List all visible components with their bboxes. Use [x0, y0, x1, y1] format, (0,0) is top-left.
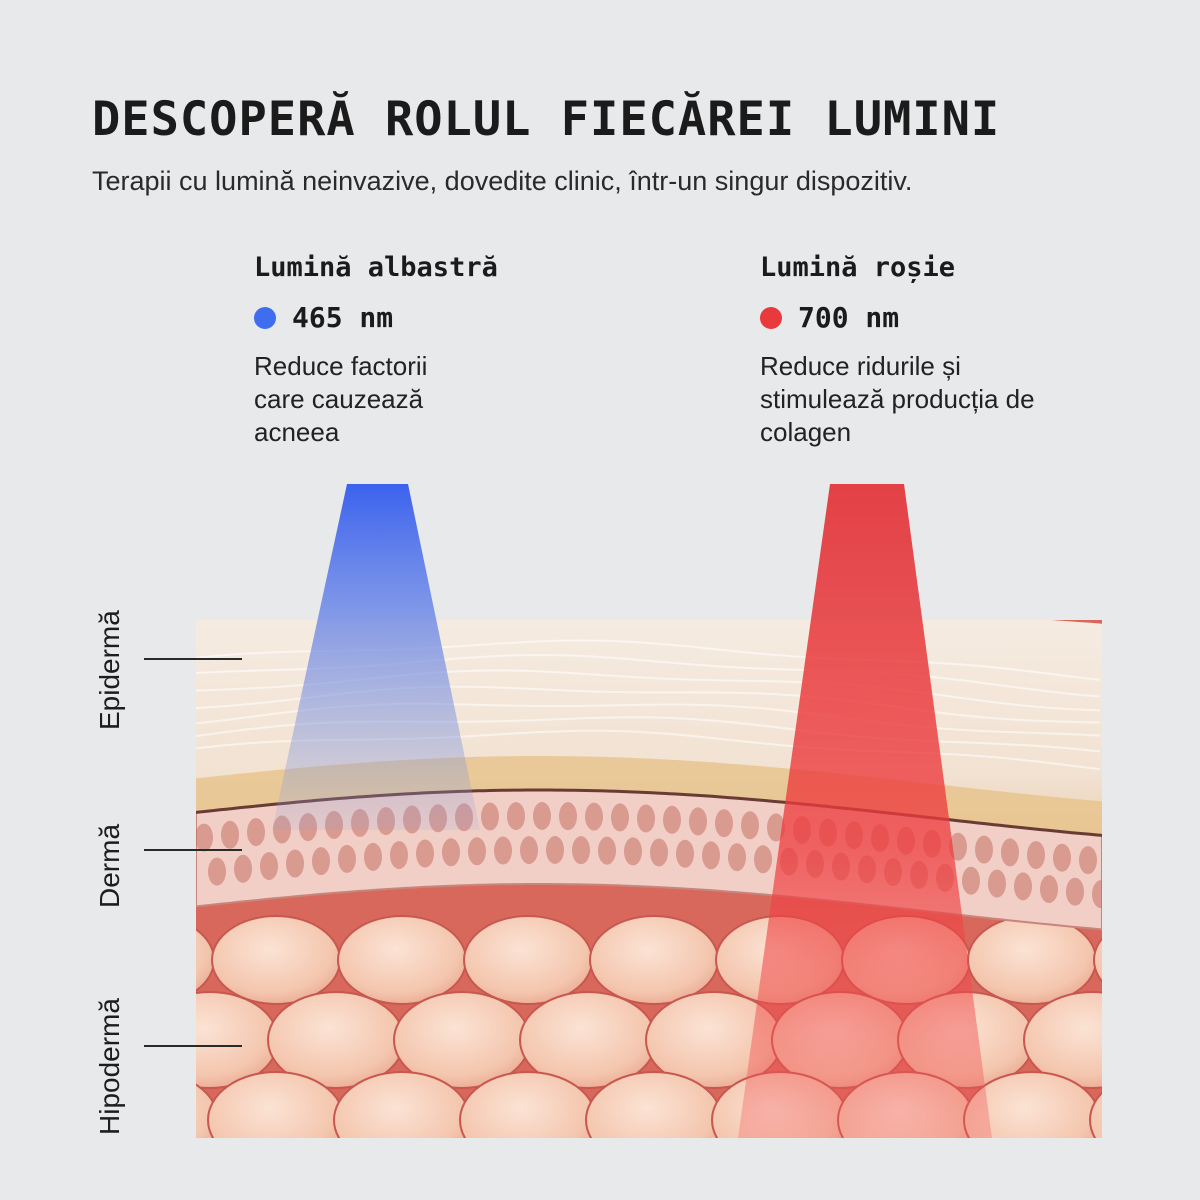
layer-label-epidermis: Epidermă — [94, 610, 125, 730]
red-wavelength: 700 nm — [798, 301, 900, 334]
collagen-cell — [1066, 877, 1084, 906]
collagen-cell — [507, 802, 525, 831]
collagen-cell — [286, 849, 304, 878]
epidermis-leader-line — [144, 658, 242, 660]
layer-label-dermis: Dermă — [94, 823, 125, 908]
blue-wavelength-row: 465 nm — [254, 301, 574, 334]
collagen-cell — [546, 836, 564, 865]
collagen-cell — [1079, 846, 1097, 875]
fat-cell — [196, 928, 215, 992]
fat-cell — [585, 1071, 723, 1138]
fat-cell — [459, 1071, 597, 1138]
fat-cell — [211, 915, 341, 1005]
collagen-cell — [624, 837, 642, 866]
collagen-cell — [247, 818, 265, 847]
collagen-cell — [689, 807, 707, 836]
fat-cell — [463, 915, 593, 1005]
fat-cell — [207, 1071, 345, 1138]
collagen-cell — [481, 802, 499, 831]
red-light-description: Reduce ridurile și stimulează producția … — [760, 351, 1035, 447]
collagen-cell — [988, 869, 1006, 898]
fat-cell — [337, 915, 467, 1005]
collagen-cell — [715, 809, 733, 838]
collagen-cell — [416, 839, 434, 868]
fat-cell — [1089, 1091, 1102, 1138]
collagen-cell — [468, 837, 486, 866]
collagen-cell — [312, 847, 330, 876]
fat-cell — [589, 915, 719, 1005]
collagen-cell — [1001, 838, 1019, 867]
fat-cell — [333, 1071, 471, 1138]
fat-cell — [1093, 937, 1102, 983]
collagen-cell — [234, 854, 252, 883]
blue-light-description: Reduce factorii care cauzează acneea — [254, 351, 428, 447]
collagen-cell — [196, 823, 213, 852]
fat-cell — [967, 915, 1097, 1005]
collagen-cell — [494, 836, 512, 865]
collagen-cell — [338, 844, 356, 873]
red-light-beam — [738, 484, 992, 1138]
collagen-cell — [559, 802, 577, 831]
fat-cell — [1023, 991, 1102, 1089]
collagen-cell — [741, 811, 759, 840]
collagen-cell — [442, 838, 460, 867]
fat-cells — [196, 915, 1102, 1138]
collagen-cell — [1027, 841, 1045, 870]
layer-label-hypodermis: Hipodermă — [94, 998, 125, 1135]
collagen-cell — [702, 841, 720, 870]
collagen-cell — [637, 804, 655, 833]
collagen-cell — [1040, 875, 1058, 904]
collagen-cell — [1092, 880, 1102, 909]
hypodermis-leader-line — [144, 1045, 242, 1047]
collagen-cell — [754, 845, 772, 874]
collagen-cell — [533, 802, 551, 831]
collagen-cell — [962, 866, 980, 895]
collagen-cell — [728, 843, 746, 872]
red-light-name: Lumină roșie — [760, 252, 956, 283]
collagen-cell — [1053, 843, 1071, 872]
collagen-cell — [663, 805, 681, 834]
page-subtitle: Terapii cu lumină neinvazive, dovedite c… — [92, 166, 913, 196]
blue-dot-icon — [254, 306, 276, 329]
collagen-cell — [572, 836, 590, 865]
red-light-info: Lumină roșie 700 nm Reduce ridurile și s… — [760, 252, 1080, 449]
collagen-cell — [390, 841, 408, 870]
page-title: DESCOPERĂ ROLUL FIECĂREI LUMINI — [92, 92, 1001, 147]
blue-wavelength: 465 nm — [292, 301, 394, 334]
collagen-cell — [975, 835, 993, 864]
collagen-cell — [221, 820, 239, 849]
blue-light-name: Lumină albastră — [254, 252, 498, 283]
collagen-cell — [1014, 872, 1032, 901]
red-dot-icon — [760, 306, 782, 329]
collagen-cell — [260, 852, 278, 881]
red-wavelength-row: 700 nm — [760, 301, 1080, 334]
collagen-cell — [676, 839, 694, 868]
dermis-leader-line — [144, 849, 242, 851]
blue-light-beam — [272, 484, 480, 830]
collagen-cell — [650, 838, 668, 867]
collagen-cell — [585, 802, 603, 831]
blue-light-info: Lumină albastră 465 nm Reduce factorii c… — [254, 252, 574, 449]
collagen-cell — [598, 836, 616, 865]
collagen-cell — [767, 813, 785, 842]
collagen-cell — [611, 803, 629, 832]
skin-cross-section — [196, 620, 1102, 1138]
collagen-cell — [208, 857, 226, 886]
collagen-cell — [520, 836, 538, 865]
collagen-cell — [364, 842, 382, 871]
